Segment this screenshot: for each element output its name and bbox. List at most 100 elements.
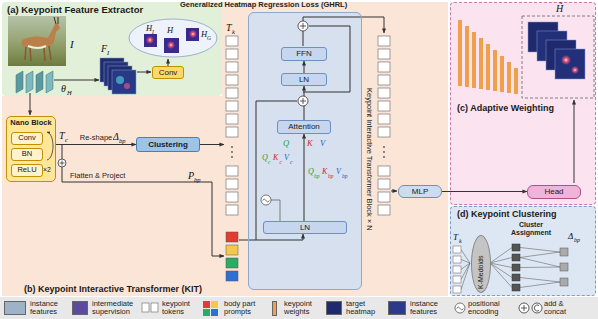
connector xyxy=(304,61,305,73)
math-symbol: Q xyxy=(262,154,268,163)
panel: (a) Keypoint Feature ExtractorConv xyxy=(2,2,222,96)
legend-text: intermediate supervision xyxy=(92,300,138,317)
prompt-column xyxy=(226,232,238,281)
token-column xyxy=(378,49,390,59)
math-symbol: θ xyxy=(61,83,66,94)
add-symbol xyxy=(58,21,308,167)
panel-ground xyxy=(2,2,222,96)
cluster-graph xyxy=(560,248,568,286)
heatmap-cloud xyxy=(164,38,179,53)
weight-bars xyxy=(486,44,490,90)
cluster-graph xyxy=(512,244,520,291)
weight-bars xyxy=(479,38,483,89)
panel: (b) Keypoint Interactive Transformer (KI… xyxy=(2,96,448,296)
token-column xyxy=(226,101,238,111)
subscript: G xyxy=(207,35,211,41)
clustering-box: Clustering xyxy=(136,137,200,152)
subscript: bp xyxy=(342,173,348,179)
flow-arrow xyxy=(30,93,31,115)
label-holder: H xyxy=(67,89,72,96)
legend-holder: target heatmap xyxy=(346,300,384,317)
label-holder: bp xyxy=(342,173,348,179)
flow-arrow xyxy=(30,17,574,256)
math-symbol: V xyxy=(320,139,325,148)
norm-box: LN xyxy=(281,73,327,86)
legend-holder: body part prompts xyxy=(224,300,264,317)
weight-bars xyxy=(500,56,504,92)
box-label: ReLU xyxy=(17,166,36,175)
math-symbol: T xyxy=(453,233,458,243)
label-holder: bp xyxy=(314,173,320,179)
add-symbol xyxy=(60,161,65,166)
backbone xyxy=(26,71,33,93)
panel-ground xyxy=(450,2,596,205)
heatmap-stack xyxy=(571,66,579,74)
weight-bars xyxy=(458,20,518,94)
input-image xyxy=(28,46,46,48)
token-column xyxy=(226,114,238,124)
label-holder: H xyxy=(201,30,207,39)
weight-bars xyxy=(493,50,497,91)
legend-icon xyxy=(455,303,465,313)
flow-arrow xyxy=(168,59,169,66)
feature-maps xyxy=(100,58,136,94)
heatmap-stack xyxy=(555,49,585,79)
math-symbol: H xyxy=(146,24,152,33)
add-symbol xyxy=(298,96,308,106)
legend-icon xyxy=(519,303,529,313)
label-holder: V xyxy=(320,139,325,148)
flow-arrow xyxy=(54,80,99,81)
math-symbol: T xyxy=(226,22,232,33)
label-holder: bp xyxy=(194,176,201,183)
label-holder: T xyxy=(226,22,232,33)
input-image xyxy=(54,17,58,24)
cluster-graph xyxy=(461,250,470,290)
box-label: BN xyxy=(22,150,32,159)
legend-icon xyxy=(142,303,149,312)
legend-icon xyxy=(151,303,158,312)
cluster-graph xyxy=(512,254,520,261)
cluster-graph xyxy=(560,263,568,271)
label-holder: bp xyxy=(328,173,334,179)
annotation: Flatten & Project xyxy=(70,172,125,180)
legend-icon xyxy=(521,305,527,311)
weight-bars xyxy=(465,26,469,87)
feature-maps xyxy=(116,76,124,84)
label-holder: K xyxy=(307,139,313,148)
label-holder: I xyxy=(70,38,74,50)
attention-box: Attention xyxy=(277,120,331,134)
token-column xyxy=(226,179,238,189)
relu-box: ReLU xyxy=(11,164,43,177)
label-holder: Q xyxy=(262,154,268,163)
prompt-column xyxy=(226,258,238,268)
annotation: Cluster Assignment xyxy=(504,221,558,236)
token-column xyxy=(231,146,233,148)
legend-icon xyxy=(534,305,539,311)
label-holder: Δ xyxy=(113,131,119,142)
heatmap-stack xyxy=(561,55,571,65)
token-column xyxy=(231,151,233,153)
add-symbol xyxy=(300,98,306,104)
heatmap-cloud xyxy=(186,28,199,41)
label-holder: θ xyxy=(61,83,66,94)
box-label: Nano Block xyxy=(10,119,51,128)
legend-icon xyxy=(211,301,218,308)
legend-icon xyxy=(203,309,210,316)
input-image xyxy=(8,16,66,66)
label-holder: V xyxy=(284,154,289,163)
legend-holder: keypoint weights xyxy=(284,300,322,317)
legend-holder: add & concat xyxy=(544,300,586,317)
legend-text: instance features xyxy=(410,300,448,317)
prompt-column xyxy=(226,271,238,281)
add-symbol xyxy=(300,23,306,29)
bn-box: BN xyxy=(11,148,43,161)
add-symbol xyxy=(58,159,66,167)
label-holder: c xyxy=(290,159,292,165)
weight-bars xyxy=(458,20,462,86)
label-holder: k xyxy=(459,238,462,245)
cluster-graph xyxy=(512,284,520,291)
